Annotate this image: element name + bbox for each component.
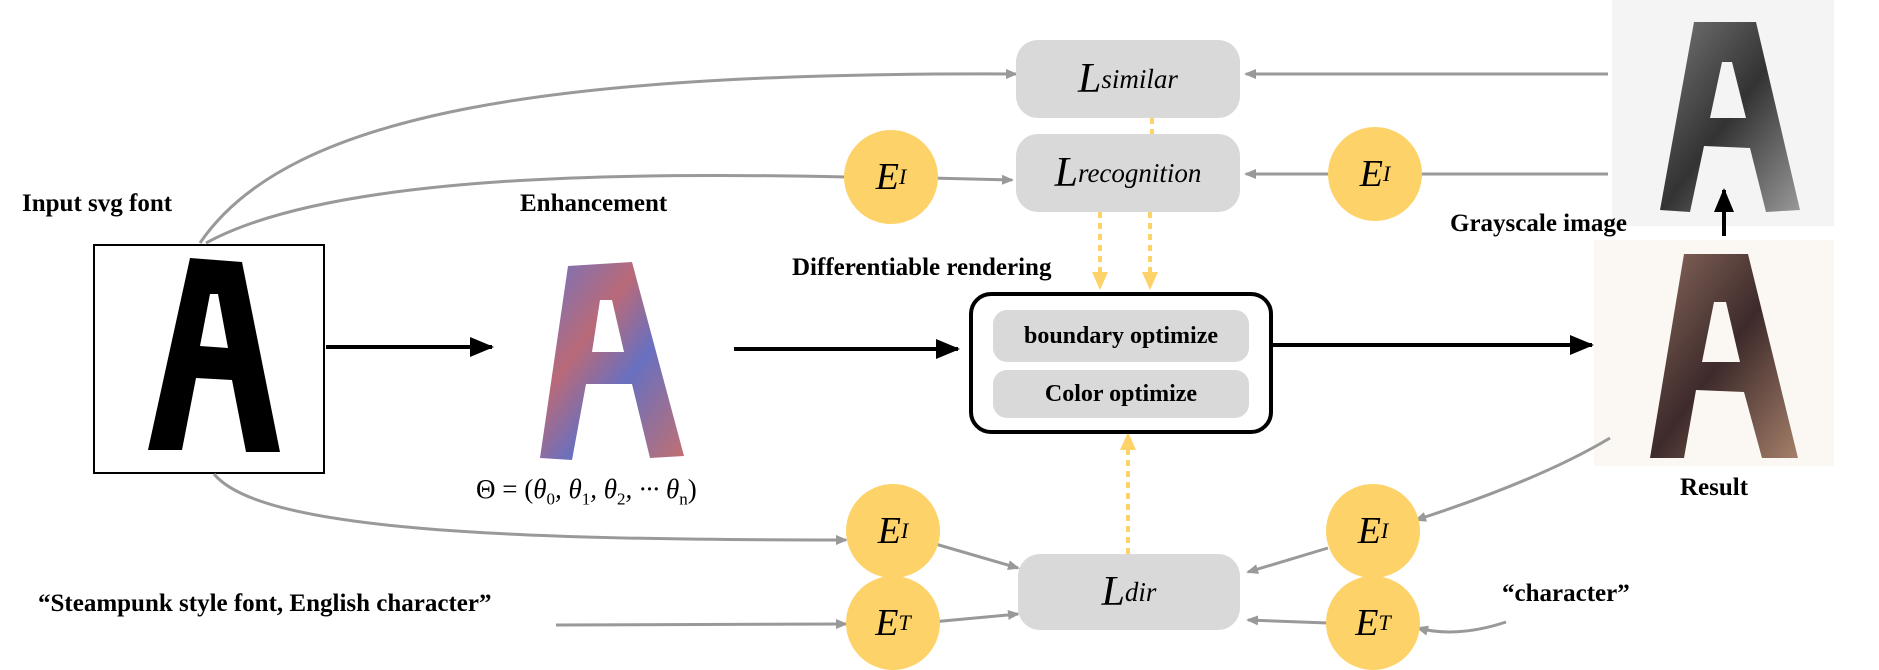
encoder-subscript: T [898, 610, 911, 635]
encoder-subscript: T [1378, 610, 1391, 635]
optimizer-frame: boundary optimize Color optimize [969, 292, 1273, 434]
differentiable-rendering-label: Differentiable rendering [792, 254, 1052, 281]
arrow-input-to-encoder-recognition [205, 173, 847, 245]
theta-sym-0: θ [533, 474, 547, 504]
theta-sym-1: , θ [554, 474, 582, 504]
result-glyph-a [1650, 254, 1798, 458]
encoder-symbol: E [1359, 153, 1383, 195]
loss-similar-subscript: similar [1101, 63, 1178, 94]
color-optimize-block: Color optimize [993, 370, 1249, 418]
arrow-input-to-similar [198, 68, 1018, 244]
theta-sub-0: 0 [546, 489, 555, 509]
loss-dir-subscript: dir [1124, 576, 1157, 607]
encoder-subscript: I [1380, 518, 1389, 543]
arrow-result-to-encoder-image-right [1414, 436, 1611, 522]
enhanced-glyph-a [540, 262, 684, 460]
arrow-encoder-text-right-to-dir [1246, 615, 1329, 626]
grayscale-glyph-a [1660, 22, 1800, 212]
arrow-char-to-encoder-text-right [1416, 620, 1507, 636]
theta-sym-n: , ··· θ [625, 474, 680, 504]
theta-close: ) [687, 474, 697, 504]
text-prompt-label: “Steampunk style font, English character… [38, 590, 492, 617]
encoder-subscript: I [1382, 161, 1391, 186]
input-svg-font-label: Input svg font [22, 190, 173, 217]
theta-formula: Θ = (θ0, θ1, θ2, ··· θn) [476, 474, 697, 509]
input-glyph-a [148, 258, 280, 452]
char-prompt-label: “character” [1502, 580, 1630, 607]
arrow-encoder-to-recognition [929, 174, 1014, 185]
grayscale-image-label: Grayscale image [1450, 210, 1628, 237]
enhancement-label: Enhancement [520, 190, 668, 217]
boundary-optimize-block: boundary optimize [993, 310, 1249, 362]
arrow-encoder-image-right-to-dir [1246, 546, 1329, 574]
encoder-symbol: E [1357, 510, 1381, 552]
loss-similar-symbol: L [1078, 56, 1102, 102]
loss-recognition-symbol: L [1054, 150, 1078, 196]
encoder-subscript: I [900, 518, 909, 543]
loss-recognition-subscript: recognition [1077, 157, 1202, 188]
result-label: Result [1680, 474, 1749, 501]
theta-lhs: Θ = ( [476, 474, 534, 504]
arrow-encoder-image-to-dir [931, 541, 1020, 571]
arrow-encoder-text-to-dir [931, 609, 1020, 624]
theta-sym-2: , θ [590, 474, 618, 504]
encoder-symbol: E [875, 602, 899, 644]
encoder-symbol: E [1355, 602, 1379, 644]
encoder-symbol: E [875, 156, 899, 198]
arrow-text-to-encoder-text [555, 619, 848, 630]
encoder-symbol: E [877, 510, 901, 552]
arrow-input-to-encoder-dir [212, 473, 848, 545]
theta-sub-1: 1 [581, 489, 591, 509]
theta-sub-n: n [679, 489, 688, 509]
theta-sub-2: 2 [617, 489, 626, 509]
loss-dir-symbol: L [1101, 569, 1125, 615]
encoder-subscript: I [898, 164, 907, 189]
